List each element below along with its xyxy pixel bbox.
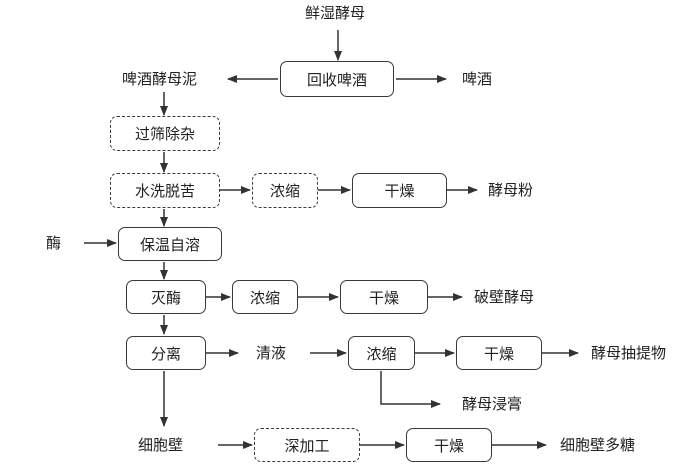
- box-wash-debitter: 水洗脱苦: [110, 173, 220, 208]
- label-fresh-yeast: 鲜湿酵母: [305, 4, 366, 22]
- box-concentrate-1: 浓缩: [252, 173, 318, 208]
- box-autolysis: 保温自溶: [118, 227, 222, 261]
- box-deep-processing: 深加工: [254, 428, 360, 462]
- label-yeast-powder: 酵母粉: [488, 181, 534, 199]
- label-beer: 啤酒: [462, 70, 493, 88]
- box-dry-4: 干燥: [406, 428, 492, 462]
- label-cell-wall: 细胞壁: [138, 436, 184, 454]
- label-beer-yeast-mud: 啤酒酵母泥: [122, 70, 198, 88]
- arrow-conc3-to-paste: [380, 371, 441, 408]
- box-inactivate-enzyme: 灭酶: [126, 280, 206, 314]
- label-clear-liquid: 清液: [256, 344, 287, 362]
- label-yeast-extract: 酵母抽提物: [591, 344, 667, 362]
- box-concentrate-3: 浓缩: [348, 336, 415, 370]
- box-separation: 分离: [126, 336, 206, 370]
- box-recover-beer: 回收啤酒: [280, 61, 394, 97]
- box-concentrate-2: 浓缩: [232, 280, 298, 314]
- label-enzyme: 酶: [46, 234, 62, 252]
- box-sieve-remove: 过筛除杂: [110, 116, 220, 151]
- label-cell-wall-polysaccharide: 细胞壁多糖: [560, 436, 636, 454]
- label-broken-wall-yeast: 破壁酵母: [474, 288, 535, 306]
- label-yeast-paste: 酵母浸膏: [462, 395, 523, 413]
- box-dry-3: 干燥: [456, 336, 542, 370]
- box-dry-2: 干燥: [340, 280, 428, 314]
- box-dry-1: 干燥: [352, 173, 447, 208]
